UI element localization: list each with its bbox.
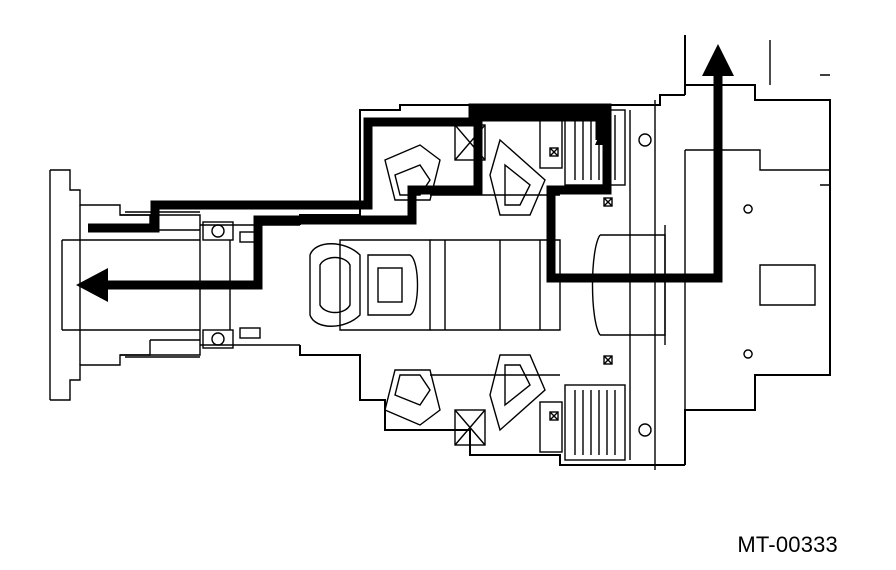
arrow-up-small-icon <box>595 126 611 145</box>
flow-path-upper <box>88 62 723 283</box>
figure-code: MT-00333 <box>737 532 838 557</box>
flow-path-inner <box>95 112 605 290</box>
torque-flow-paths <box>76 44 734 302</box>
arrow-up-right-icon <box>702 44 734 76</box>
clutch-packs <box>539 100 656 470</box>
right-output-flange <box>591 35 831 465</box>
bevel-gears <box>384 124 546 446</box>
arrow-left-icon <box>76 268 108 302</box>
